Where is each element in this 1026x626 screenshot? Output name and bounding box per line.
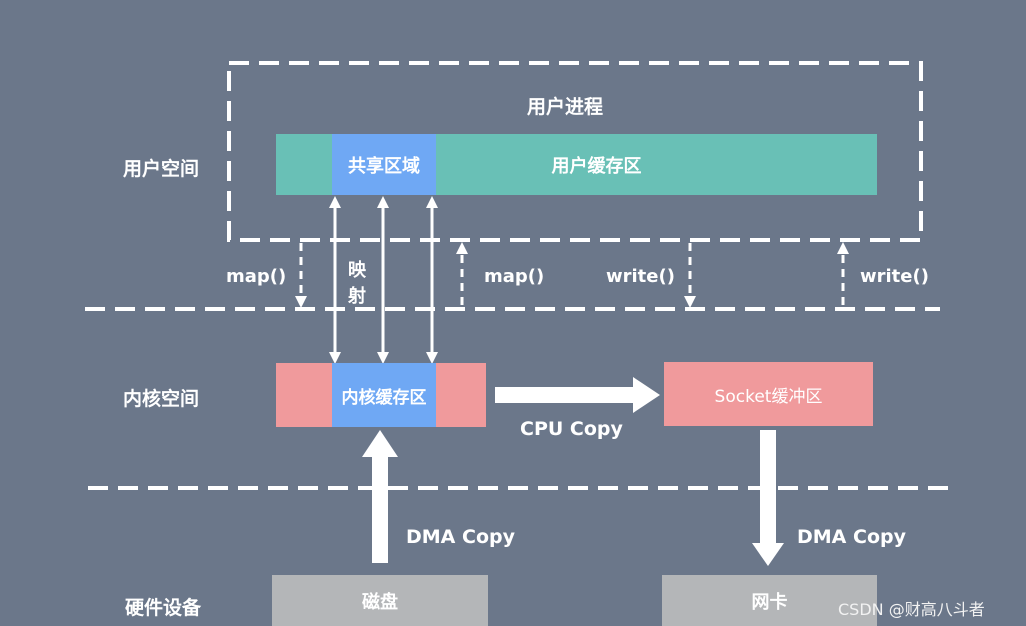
hardware-label: 硬件设备 — [125, 597, 202, 619]
socket-buffer-box: Socket缓冲区 — [664, 362, 873, 426]
shared-area-box: 共享区域 — [332, 134, 436, 195]
user-space-label: 用户空间 — [123, 158, 200, 180]
disk-box: 磁盘 — [272, 575, 488, 626]
user-process-boundary — [227, 61, 923, 242]
user-buffer-label: 用户缓存区 — [551, 155, 642, 177]
map-left-label: map() — [226, 266, 287, 287]
dma-copy-right-arrow — [752, 430, 784, 566]
mapping-label-1: 映 — [348, 260, 366, 281]
user-process-title: 用户进程 — [527, 96, 604, 118]
map-right-label: map() — [484, 266, 545, 287]
dma-copy-right-label: DMA Copy — [797, 526, 906, 548]
kernel-buffer-box: 内核缓存区 — [332, 363, 436, 427]
dma-copy-left-arrow — [362, 430, 398, 563]
write-left-label: write() — [606, 266, 675, 287]
write-right-label: write() — [860, 266, 929, 287]
cpu-copy-label: CPU Copy — [520, 418, 623, 440]
nic-box: 网卡 — [662, 575, 877, 626]
mapping-label-2: 射 — [348, 286, 366, 307]
cpu-copy-arrow — [495, 377, 660, 413]
csdn-watermark: CSDN @财高八斗者 — [838, 600, 985, 619]
dma-copy-left-label: DMA Copy — [406, 526, 515, 548]
kernel-space-label: 内核空间 — [123, 388, 200, 410]
